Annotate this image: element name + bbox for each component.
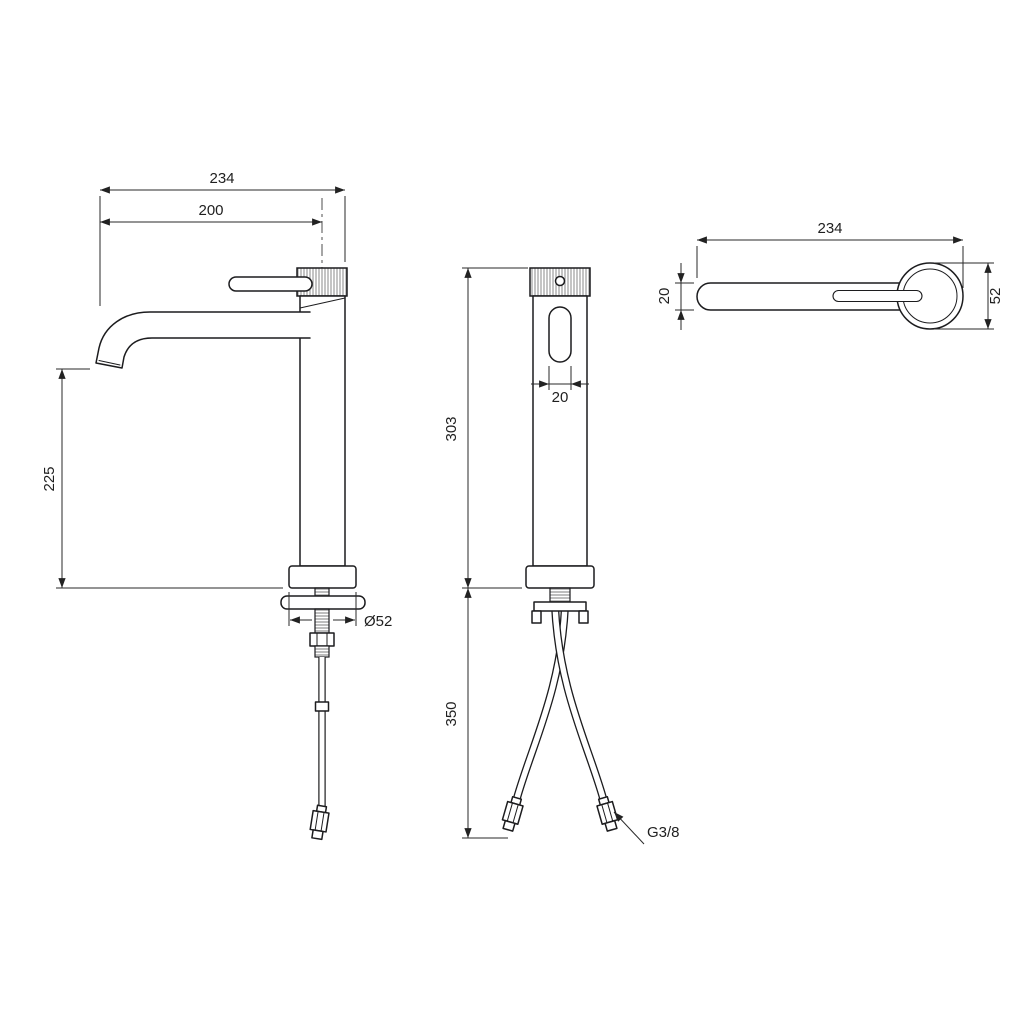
side-dim-spout-reach-label: 200 [198, 202, 223, 219]
side-dim-base-diameter-label: Ø52 [364, 613, 392, 630]
side-cap-joint-line [299, 297, 346, 309]
front-faucet [501, 267, 619, 832]
side-dim-base-diameter [288, 592, 357, 626]
side-stud-thread-upper [314, 587, 330, 597]
front-lever-slot [548, 306, 572, 363]
side-dim-height [56, 368, 283, 589]
side-lever-handle [228, 276, 313, 292]
top-lever-slot [832, 289, 923, 303]
front-dim-body-height-label: 303 [443, 416, 460, 441]
side-stud-thread-lower [314, 645, 330, 658]
front-hose-fitting-left [501, 796, 524, 832]
side-faucet [95, 267, 366, 841]
side-mounting-nut [309, 632, 335, 647]
front-stud-thread [549, 587, 571, 603]
top-dim-total-length-label: 234 [817, 220, 842, 237]
front-dim-body-height [462, 267, 528, 589]
front-dim-hose-length [462, 587, 508, 839]
side-gasket-washer [280, 595, 366, 610]
top-view: 234 20 52 [656, 220, 1004, 330]
top-dim-total-length [696, 236, 964, 288]
side-stud-thread [314, 608, 330, 634]
front-hose-left [514, 605, 568, 799]
front-view: 303 350 [443, 267, 680, 845]
front-set-screw [554, 275, 566, 287]
side-dim-total-width [99, 186, 346, 306]
side-view: 234 200 [41, 170, 392, 841]
side-dim-total-width-label: 234 [209, 170, 234, 187]
top-dim-body-diameter [934, 262, 994, 330]
side-hose-joint [314, 701, 330, 712]
top-dim-body-diameter-label: 52 [987, 288, 1004, 305]
front-dim-hose-length-label: 350 [443, 701, 460, 726]
front-thread-label: G3/8 [647, 824, 680, 841]
front-thread-callout-leader [613, 811, 645, 845]
side-spout [95, 311, 311, 369]
side-spout-aerator-line [98, 360, 121, 366]
front-base-flange [525, 565, 595, 589]
front-dim-slot-width-label: 20 [552, 389, 569, 406]
front-hose-fitting-right [596, 796, 619, 832]
front-clamp-bracket [531, 601, 589, 624]
top-dim-lever-width [675, 263, 694, 330]
side-dim-height-label: 225 [41, 466, 58, 491]
front-dim-slot-width [531, 366, 589, 390]
top-dim-lever-width-label: 20 [656, 288, 673, 305]
front-supply-hoses [513, 605, 607, 800]
side-hose-fitting [309, 804, 330, 841]
side-base-flange [288, 565, 357, 589]
front-hose-right [552, 605, 606, 799]
top-faucet [696, 262, 964, 330]
